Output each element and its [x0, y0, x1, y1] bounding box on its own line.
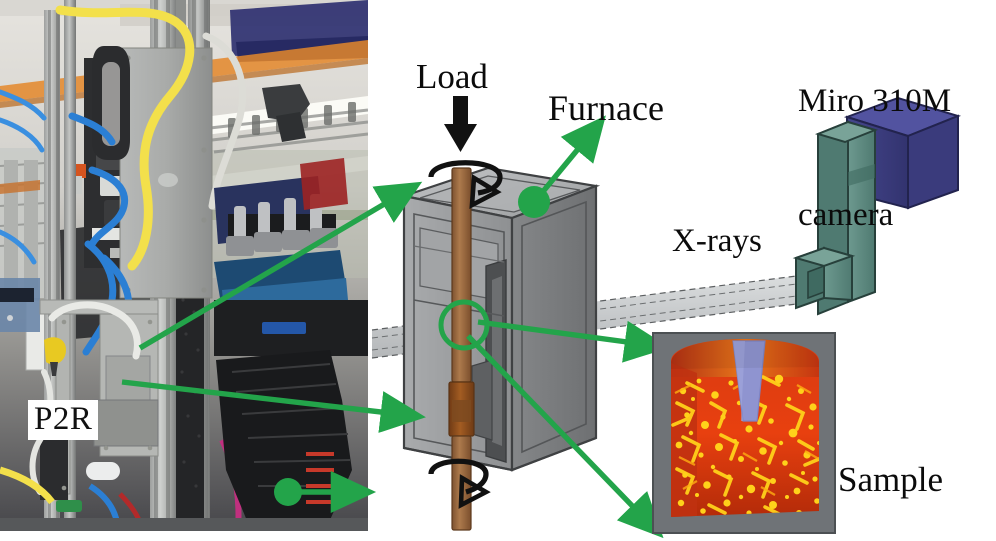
camera-label-line2: camera [798, 197, 894, 233]
p2r-photograph: P2R [0, 0, 368, 531]
sample-tomography-inset [652, 332, 836, 534]
arrow-to-furnace-label [533, 115, 606, 202]
arrow-photo-to-base [121, 379, 426, 433]
rotation-arrowhead-top [469, 174, 502, 209]
camera-label-line1: Miro 310M [798, 83, 952, 119]
photo-inline-arrow [274, 470, 377, 514]
p2r-label: P2R [28, 400, 99, 440]
arrow-sample-to-inset [466, 334, 664, 539]
furnace-3d-model [399, 166, 601, 472]
rotation-arrowhead-bottom [458, 474, 491, 509]
sample-label: Sample [838, 460, 943, 499]
load-arrow [444, 96, 477, 152]
xrays-label: X-rays [672, 223, 762, 259]
camera-label: Miro 310M camera [798, 6, 951, 310]
load-label: Load [416, 57, 488, 96]
annotation-arrows [121, 115, 670, 539]
arrow-photo-to-furnace [138, 181, 423, 351]
photograph-render [0, 0, 368, 531]
furnace-label: Furnace [548, 88, 664, 128]
sample-volume-render [653, 333, 835, 533]
miro-camera-3d-model [792, 96, 962, 316]
furnace-callout-dot [518, 186, 550, 218]
specimen-callout-ring [438, 299, 490, 351]
arrow-sample-to-detector [477, 319, 670, 363]
